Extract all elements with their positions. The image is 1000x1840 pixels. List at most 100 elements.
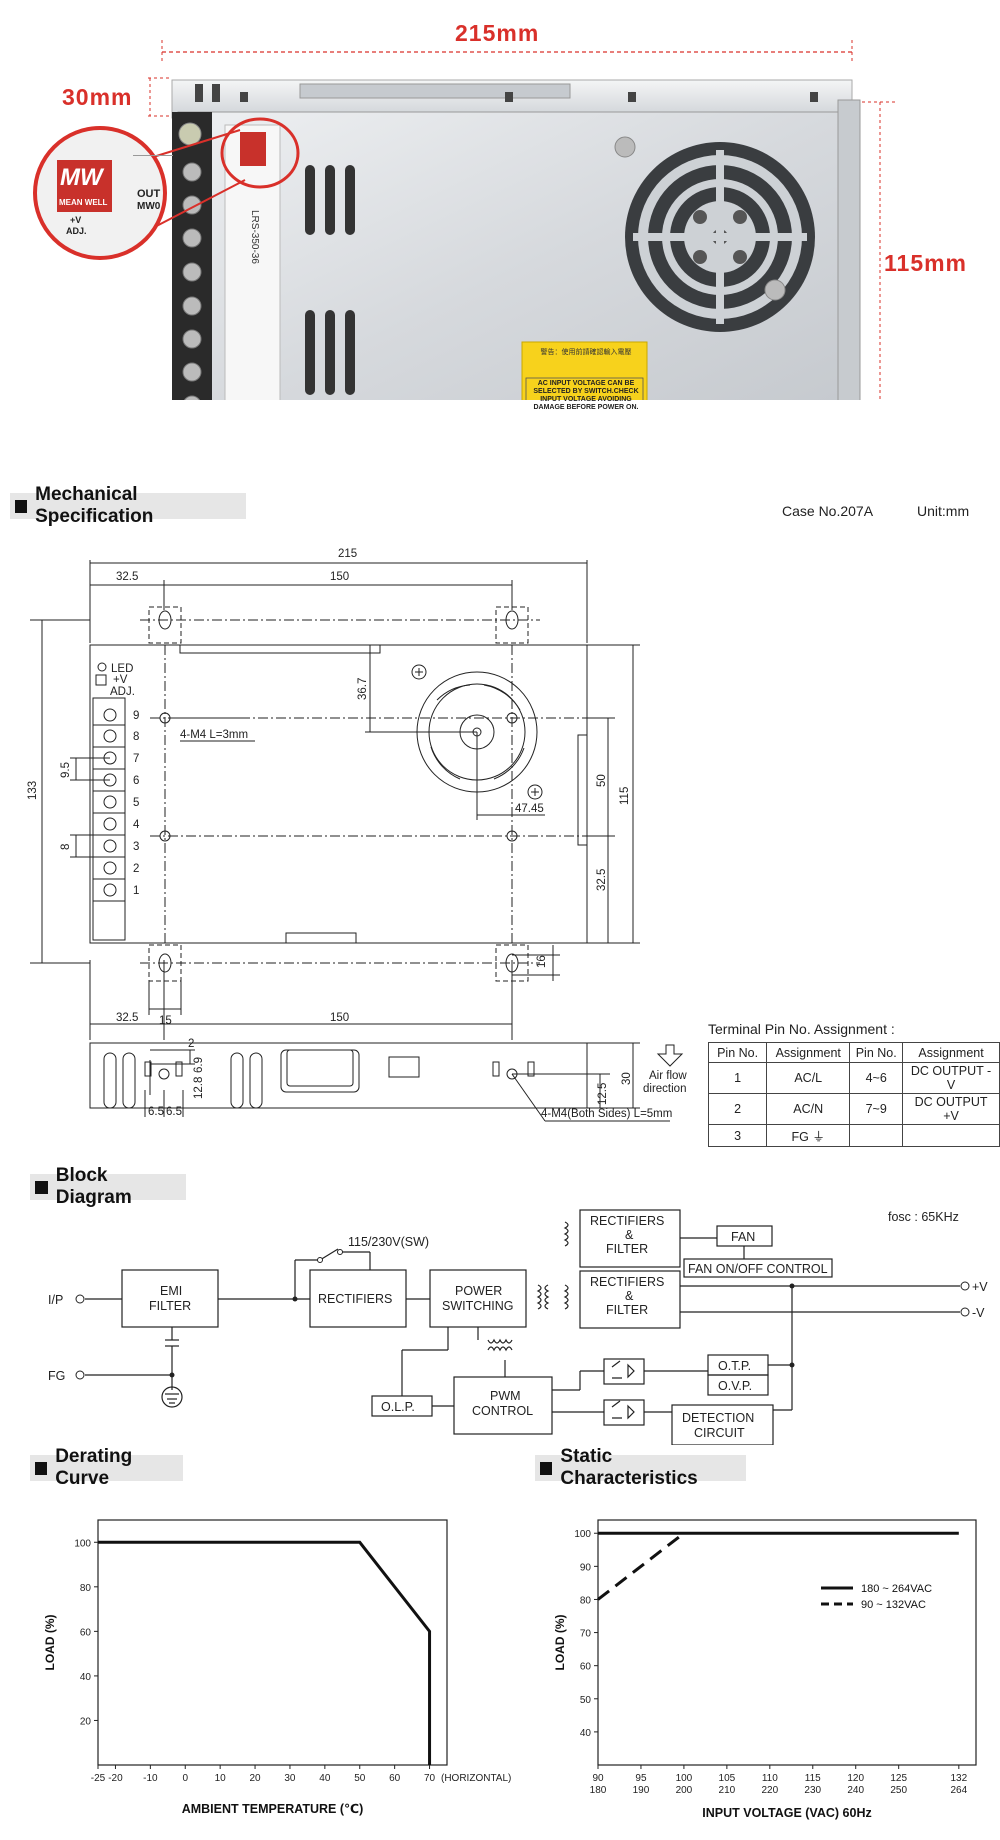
table-cell [902, 1124, 1000, 1147]
screw-note: 4-M4 L=3mm [180, 729, 248, 741]
table-cell: 4~6 [849, 1062, 904, 1094]
side-dim-6-9: 6.9 [193, 1057, 205, 1073]
x-tick-label: 125 [890, 1773, 907, 1784]
out-pos-label: +V [972, 1280, 988, 1294]
adj-label: ADJ. [110, 686, 135, 698]
case-no: Case No.207A [782, 503, 874, 519]
series-line [597, 1532, 685, 1601]
dim-depth-label: 115mm [884, 250, 968, 276]
mechanical-drawing: 215 32.5 150 133 115 50 36.7 47.45 9.5 8… [27, 548, 687, 1122]
pin-5: 5 [133, 797, 139, 809]
fan-ctrl-label: FAN ON/OFF CONTROL [688, 1262, 828, 1276]
section-static: Static Characteristics [535, 1446, 746, 1489]
section-block-diagram: Block Diagram [30, 1165, 186, 1208]
dim-32-5-side: 32.5 [596, 869, 608, 891]
y-tick-label: 80 [580, 1595, 592, 1606]
pin-7: 7 [133, 753, 139, 765]
callout-model: MW0 [137, 201, 161, 212]
dim-height-label: 30mm [62, 84, 133, 110]
table-cell [849, 1124, 904, 1147]
rf1-label-3: FILTER [606, 1242, 648, 1256]
led-label: LED [111, 663, 133, 675]
plot-frame [597, 1519, 977, 1766]
y-tick-label: 50 [580, 1695, 592, 1706]
x-tick-label: 0 [182, 1773, 188, 1784]
table-cell: AC/N [766, 1093, 851, 1125]
table-cell: 1 [707, 1062, 768, 1094]
section-derating-title: Derating Curve [55, 1446, 133, 1489]
x-tick-label-secondary: 240 [847, 1785, 864, 1796]
power-label-2: SWITCHING [442, 1299, 514, 1313]
pin-4: 4 [133, 819, 140, 831]
x-tick-label: -25 [91, 1773, 106, 1784]
y-tick-label: 60 [580, 1662, 592, 1673]
dim-133: 133 [27, 781, 39, 800]
bullet-square-icon [15, 499, 28, 513]
pin-6: 6 [133, 775, 139, 787]
y-tick-label: 100 [74, 1538, 91, 1549]
pwm-label-1: PWM [490, 1389, 521, 1403]
x-tick-label-secondary: 180 [590, 1785, 607, 1796]
x-tick-label: 50 [354, 1773, 366, 1784]
section-derating: Derating Curve [30, 1446, 183, 1489]
static-chart: 9018095190100200105210110220115230120240… [553, 1519, 977, 1820]
y-tick-label: 40 [580, 1728, 592, 1739]
table-cell: DC OUTPUT -V [902, 1062, 1000, 1094]
y-axis-label: LOAD (%) [553, 1615, 567, 1671]
callout-out: OUT [137, 188, 161, 200]
y-tick-label: 80 [80, 1583, 92, 1594]
terminal-header: Pin No. [849, 1042, 904, 1063]
x-tick-label: 30 [284, 1773, 296, 1784]
x-tick-label-secondary: 230 [804, 1785, 821, 1796]
y-tick-label: 70 [580, 1629, 592, 1640]
bullet-square-icon [35, 1461, 48, 1475]
rf2-label-3: FILTER [606, 1303, 648, 1317]
terminal-header: Assignment [766, 1042, 851, 1063]
side-dim-2: 2 [188, 1038, 194, 1050]
fosc-label: fosc : 65KHz [888, 1210, 959, 1224]
series-line [98, 1540, 432, 1765]
psu-photo-svg: LRS-350-36 [148, 40, 898, 437]
pwm-label-2: CONTROL [472, 1404, 533, 1418]
x-tick-label-secondary: 200 [676, 1785, 693, 1796]
bullet-square-icon [540, 1461, 553, 1475]
x-tick-label: 105 [719, 1773, 736, 1784]
rf1-label-1: RECTIFIERS [590, 1214, 664, 1228]
dim-150: 150 [330, 571, 349, 583]
x-tick-label: 120 [847, 1773, 864, 1784]
rf1-label-2: & [625, 1228, 634, 1242]
legend-label: 90 ~ 132VAC [861, 1599, 926, 1611]
pin-2: 2 [133, 863, 139, 875]
table-cell: 3 [707, 1124, 768, 1147]
switch-label: 115/230V(SW) [348, 1235, 429, 1249]
side-dim-6-5a: 6.5 [148, 1106, 164, 1118]
plot-frame [97, 1519, 448, 1766]
x-tick-label: 90 [592, 1773, 604, 1784]
unit-label: Unit:mm [917, 503, 970, 519]
callout-adj: ADJ. [66, 226, 87, 236]
x-axis-label: INPUT VOLTAGE (VAC) 60Hz [702, 1806, 871, 1820]
emi-label-1: EMI [160, 1284, 182, 1298]
terminal-header: Pin No. [707, 1042, 768, 1063]
x-tick-label: 20 [249, 1773, 261, 1784]
fan-label: FAN [731, 1230, 755, 1244]
table-cell: 7~9 [849, 1093, 904, 1125]
x-tick-label-secondary: 210 [719, 1785, 736, 1796]
det-label-2: CIRCUIT [694, 1426, 745, 1440]
x-tick-label: -10 [143, 1773, 158, 1784]
block-diagram: fosc : 65KHz I/P FG EMI FILTER 115/230V(… [48, 1209, 988, 1445]
y-tick-label: 40 [80, 1672, 92, 1683]
brand-name: MEAN WELL [59, 198, 108, 207]
x-tick-label: 100 [676, 1773, 693, 1784]
ovp-label: O.V.P. [718, 1379, 752, 1393]
x-axis-label: AMBIENT TEMPERATURE (℃) [182, 1802, 364, 1816]
rectifiers-label: RECTIFIERS [318, 1292, 392, 1306]
ip-label: I/P [48, 1293, 63, 1307]
dim-32-5: 32.5 [116, 571, 138, 583]
x-tick-label: 60 [389, 1773, 401, 1784]
airflow-label-2: direction [643, 1083, 686, 1095]
x-tick-label: 115 [805, 1773, 821, 1784]
side-dim-12-8: 12.8 [193, 1077, 205, 1099]
dim-115: 115 [619, 787, 631, 805]
